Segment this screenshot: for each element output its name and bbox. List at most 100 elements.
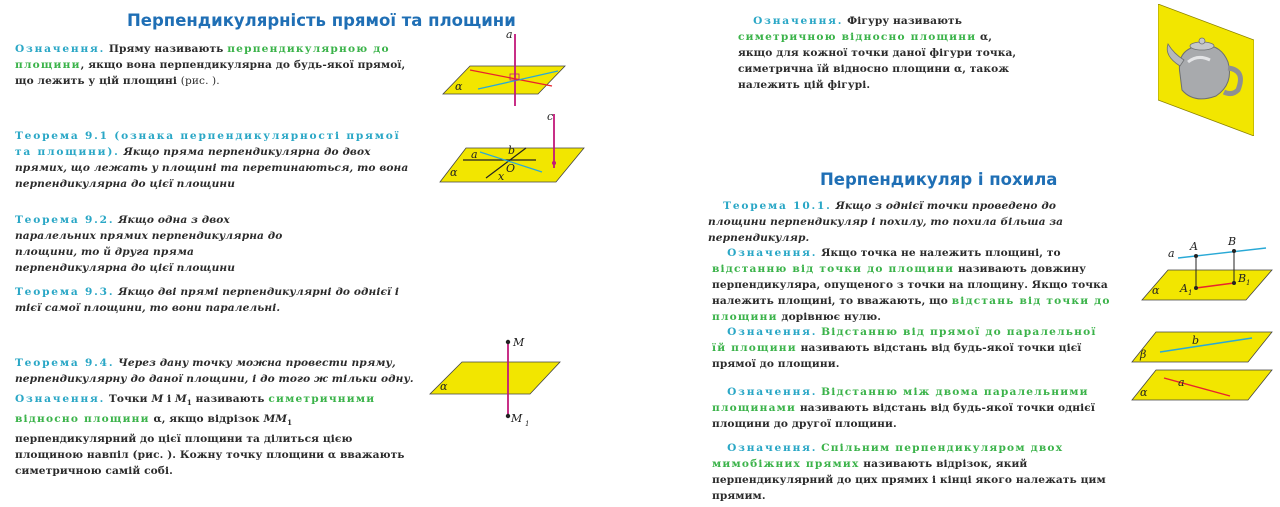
label: Теорема 9.1 (ознака перпендикулярності п… — [15, 130, 401, 158]
point-m1 — [505, 413, 511, 419]
label-c: c — [547, 110, 553, 123]
label-B: B — [1227, 235, 1236, 248]
label-a: a — [471, 148, 478, 161]
teapot-knob — [1198, 37, 1206, 45]
label-beta: β — [1139, 348, 1146, 361]
definition-symmetric-figure: Означення. Фігуру називають симетричною … — [738, 13, 1030, 93]
label: Означення. — [15, 43, 106, 55]
label-alpha: α — [455, 80, 463, 93]
label: Означення. — [753, 15, 844, 27]
label-b: b — [1192, 334, 1199, 347]
plane-alpha — [439, 147, 585, 183]
label-m: M — [512, 336, 525, 349]
teapot-highlight — [1187, 55, 1211, 64]
label: Означення. — [727, 442, 818, 454]
point-m — [505, 339, 511, 345]
text: називають — [195, 393, 265, 405]
theorem-9-4: Теорема 9.4. Через дану точку можна пров… — [15, 355, 415, 387]
theorem-9-3: Теорема 9.3. Якщо дві прямі перпендикуля… — [15, 284, 415, 316]
text: , якщо відрізок — [161, 413, 260, 426]
body: Якщо одна з двох паралельних прямих перп… — [15, 214, 283, 274]
plane-alpha — [429, 361, 561, 395]
term: перпендикулярною до площини — [15, 43, 390, 71]
label: Теорема 9.2. — [15, 214, 115, 226]
label: Означення. — [727, 326, 818, 338]
subscript: 1 — [186, 398, 192, 408]
point-a — [1194, 254, 1198, 258]
theorem-9-1: Теорема 9.1 (ознака перпендикулярності п… — [15, 128, 415, 192]
point-m1: M — [174, 393, 187, 405]
label: Означення. — [15, 393, 106, 405]
line-x — [479, 151, 543, 173]
text: називають відстань від будь-якої точки ц… — [712, 342, 1082, 370]
term: симетричними відносно площини — [15, 393, 376, 426]
teapot-spout — [1166, 43, 1185, 67]
theorem-9-2: Теорема 9.2. Якщо одна з двох паралельни… — [15, 212, 305, 276]
text: називають відстань від будь-якої точки о… — [712, 402, 1095, 430]
text: α, якщо для кожної точки даної фігури то… — [738, 31, 1017, 91]
page-title-right: Перпендикуляр і похила — [820, 170, 1058, 189]
plane-beta — [1131, 331, 1273, 363]
label-m1: M — [510, 412, 523, 425]
figure-ref: (рис. ). — [180, 75, 220, 87]
label-A: A — [1189, 240, 1198, 253]
label-B1: B — [1237, 272, 1246, 285]
point-a1 — [1194, 286, 1198, 290]
text: Якщо точка не належить площині, то — [821, 247, 1061, 259]
definition-distance-planes: Означення. Відстанню між двома паралельн… — [712, 384, 1114, 432]
body: Якщо з однієї точки проведено до площини… — [708, 200, 1064, 244]
text: називають відрізок, який перпендикулярни… — [712, 458, 1106, 502]
text: перпендикулярний до цієї площини та діли… — [15, 433, 405, 478]
segment-mm1: MM — [263, 413, 288, 426]
line-b — [485, 147, 527, 179]
label-A1-sub: 1 — [1188, 289, 1192, 297]
text: Точки — [108, 393, 148, 405]
label: Теорема 10.1. — [723, 200, 832, 212]
plane-alpha — [1131, 369, 1273, 401]
text: Фігуру називають — [847, 15, 962, 27]
label: Теорема 9.3. — [15, 286, 115, 298]
figure-line-perpendicular-plane: a α — [442, 28, 566, 106]
line-a — [1163, 377, 1231, 397]
teapot-body — [1178, 44, 1230, 100]
subscript: 1 — [287, 418, 293, 428]
term: Спільним перпендикуляром двох мимобіжних… — [712, 442, 1064, 470]
plane-alpha — [1141, 269, 1273, 301]
line-a — [1177, 247, 1267, 259]
body: Через дану точку можна провести пряму, п… — [15, 357, 414, 385]
label-x: x — [498, 170, 505, 183]
label-o: O — [506, 162, 515, 175]
teapot-handle — [1222, 65, 1243, 97]
figure-distance-line-plane: a A B A 1 B 1 α — [1141, 235, 1273, 301]
definition-distance-point-plane: Означення. Якщо точка не належить площин… — [712, 245, 1114, 325]
label-alpha: α — [1140, 386, 1148, 399]
plane-alpha — [442, 65, 566, 95]
label-alpha: α — [440, 380, 448, 393]
label-m1-sub: 1 — [525, 420, 529, 428]
text: Пряму називають — [108, 43, 224, 55]
term: Відстанню від прямої до паралельної їй п… — [712, 326, 1097, 354]
definition-symmetric-points: Означення. Точки M і M1 називають симетр… — [15, 391, 415, 479]
term: Відстанню між двома паралельними площина… — [712, 386, 1089, 414]
definition-distance-line-plane: Означення. Відстанню від прямої до парал… — [712, 324, 1114, 372]
theorem-10-1: Теорема 10.1. Якщо з однієї точки провед… — [708, 198, 1118, 246]
term: симетричною відносно площини — [738, 31, 977, 43]
line-b — [1159, 337, 1253, 353]
label-A1: A — [1179, 282, 1188, 295]
definition-common-perpendicular: Означення. Спільним перпендикуляром двох… — [712, 440, 1114, 504]
body: Якщо пряма перпендикулярна до двох прями… — [15, 146, 409, 190]
text: називають довжину перпендикуляра, опущен… — [712, 263, 1108, 307]
definition-perpendicular: Означення. Пряму називають перпендикуляр… — [15, 41, 415, 89]
point-b — [1232, 249, 1236, 253]
body: Якщо дві прямі перпендикулярні до однієї… — [15, 286, 400, 314]
text: дорівнює нулю. — [781, 311, 882, 323]
label-alpha: α — [1152, 284, 1160, 297]
figure-symmetric-points: M M 1 α — [429, 336, 561, 428]
page-title-left: Перпендикулярність прямої та площини — [127, 11, 516, 30]
label-a: a — [1168, 247, 1175, 260]
label-a: a — [506, 28, 513, 41]
point-b1 — [1232, 281, 1236, 285]
plane-line-red — [469, 69, 553, 87]
label-a: a — [1178, 376, 1185, 389]
point-c — [552, 161, 556, 165]
